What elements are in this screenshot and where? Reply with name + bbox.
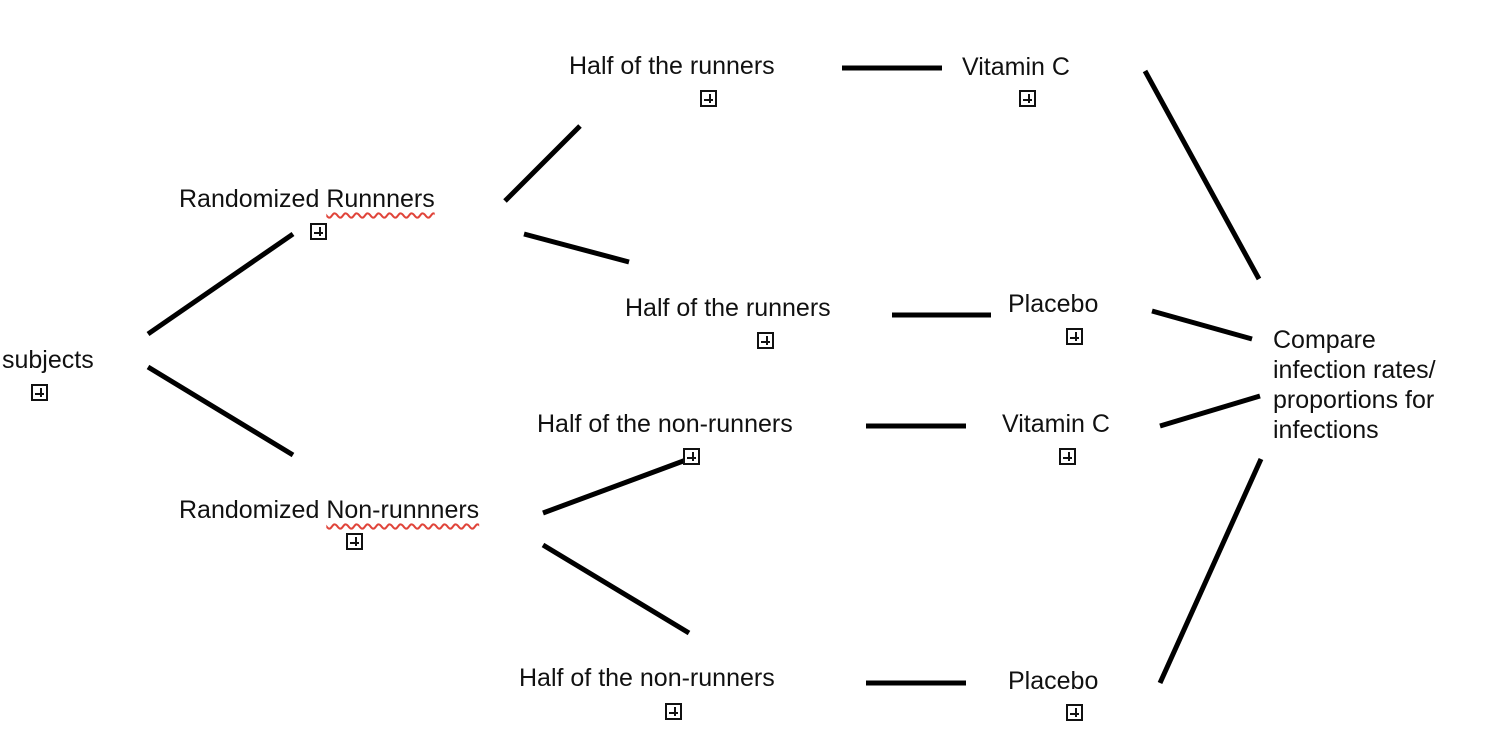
- half-runners-bottom-expand-icon[interactable]: [757, 332, 774, 349]
- connector-vitc-compare: [1142, 69, 1262, 281]
- node-compare: Compare infection rates/ proportions for…: [1273, 326, 1436, 444]
- connector-nonvitc-compare: [1159, 393, 1261, 429]
- half-nonrunners-bottom-expand-icon[interactable]: [665, 703, 682, 720]
- placebo-runners-expand-icon[interactable]: [1066, 328, 1083, 345]
- node-randomized-nonrunners: Randomized Non-runnners: [179, 495, 479, 525]
- node-placebo-runners: Placebo: [1008, 290, 1099, 318]
- connector-nonrunners-half-top: [542, 457, 687, 516]
- connector-runners-half-top: [503, 124, 582, 203]
- node-half-nonrunners-bottom: Half of the non-runners: [519, 664, 775, 692]
- randomized-nonrunners-expand-icon[interactable]: [346, 533, 363, 550]
- subjects-expand-icon[interactable]: [31, 384, 48, 401]
- node-vitamin-c-runners: Vitamin C: [962, 53, 1070, 81]
- randomized-runners-expand-icon[interactable]: [310, 223, 327, 240]
- randomized-nonrunners-prefix: Randomized: [179, 496, 327, 524]
- node-placebo-nonrunners: Placebo: [1008, 667, 1099, 695]
- node-subjects: subjects: [2, 346, 94, 374]
- vitamin-c-runners-expand-icon[interactable]: [1019, 90, 1036, 107]
- connector-subjects-nonrunners: [146, 364, 295, 458]
- randomized-nonrunners-word: Non-runnners: [326, 496, 480, 524]
- placebo-nonrunners-expand-icon[interactable]: [1066, 704, 1083, 721]
- vitamin-c-nonrunners-expand-icon[interactable]: [1059, 448, 1076, 465]
- node-half-nonrunners-top: Half of the non-runners: [537, 410, 793, 438]
- half-nonrunners-top-expand-icon[interactable]: [683, 448, 700, 465]
- node-vitamin-c-nonrunners: Vitamin C: [1002, 410, 1110, 438]
- connector-nonplacebo-compare: [1157, 457, 1264, 685]
- half-runners-top-expand-icon[interactable]: [700, 90, 717, 107]
- node-half-runners-top: Half of the runners: [569, 52, 775, 80]
- randomized-runners-word: Runnners: [326, 185, 435, 213]
- node-randomized-runners: Randomized Runnners: [179, 184, 435, 214]
- connector-placebo-compare: [1151, 308, 1253, 342]
- node-half-runners-bottom: Half of the runners: [625, 294, 831, 322]
- connector-runners-half-bottom: [523, 231, 630, 265]
- randomized-runners-prefix: Randomized: [179, 185, 327, 213]
- connector-nonrunners-half-bottom: [541, 542, 691, 636]
- connector-subjects-runners: [146, 231, 295, 337]
